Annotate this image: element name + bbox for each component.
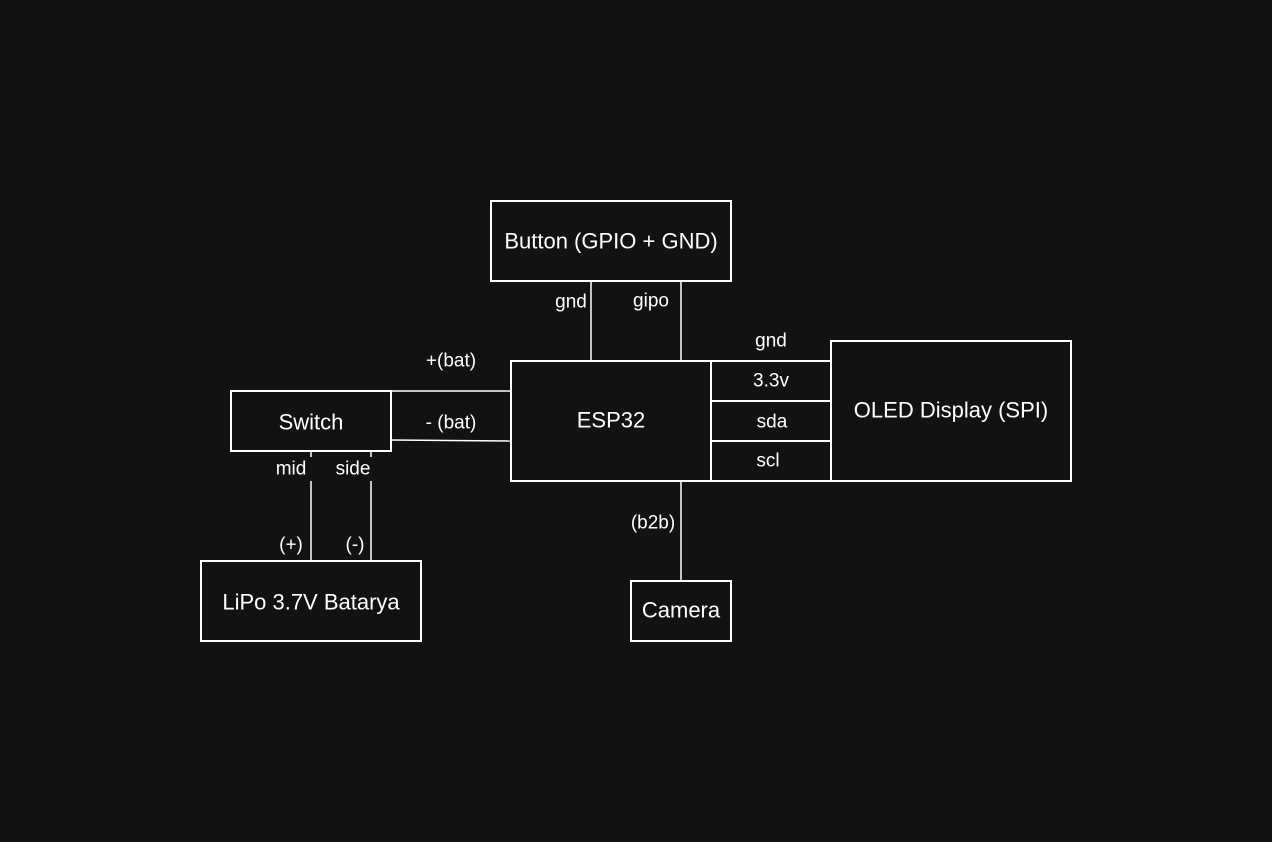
esp32-block-label: ESP32 bbox=[577, 408, 646, 433]
wire-bat-minus bbox=[390, 439, 512, 442]
battery-block-label: LiPo 3.7V Batarya bbox=[222, 590, 400, 615]
label-bat-minus: - (bat) bbox=[426, 413, 477, 434]
label-button-gpio: gipo bbox=[633, 291, 669, 312]
switch-block-label: Switch bbox=[279, 410, 344, 435]
label-camera-b2b: (b2b) bbox=[631, 513, 675, 534]
camera-block-label: Camera bbox=[642, 598, 721, 623]
button-block: Button (GPIO + GND) bbox=[490, 200, 732, 282]
oled-block-label: OLED Display (SPI) bbox=[854, 398, 1048, 423]
label-button-gnd: gnd bbox=[555, 292, 587, 313]
label-switch-side: side bbox=[336, 459, 371, 480]
switch-block: Switch bbox=[230, 390, 392, 452]
button-block-label: Button (GPIO + GND) bbox=[504, 229, 717, 254]
label-bat-plus: +(bat) bbox=[426, 351, 476, 372]
camera-block: Camera bbox=[630, 580, 732, 642]
oled-pin-cells: 3.3v sda scl bbox=[710, 360, 832, 482]
esp32-block: ESP32 bbox=[510, 360, 712, 482]
pin-label-33v: 3.3v bbox=[753, 371, 789, 392]
label-switch-mid: mid bbox=[276, 459, 307, 480]
battery-block: LiPo 3.7V Batarya bbox=[200, 560, 422, 642]
pin-label-scl: scl bbox=[756, 451, 779, 472]
label-battery-plus: (+) bbox=[279, 535, 303, 556]
label-oled-gnd: gnd bbox=[755, 331, 787, 352]
label-battery-minus: (-) bbox=[346, 535, 365, 556]
pin-label-sda: sda bbox=[757, 412, 788, 433]
oled-block: OLED Display (SPI) bbox=[830, 340, 1072, 482]
